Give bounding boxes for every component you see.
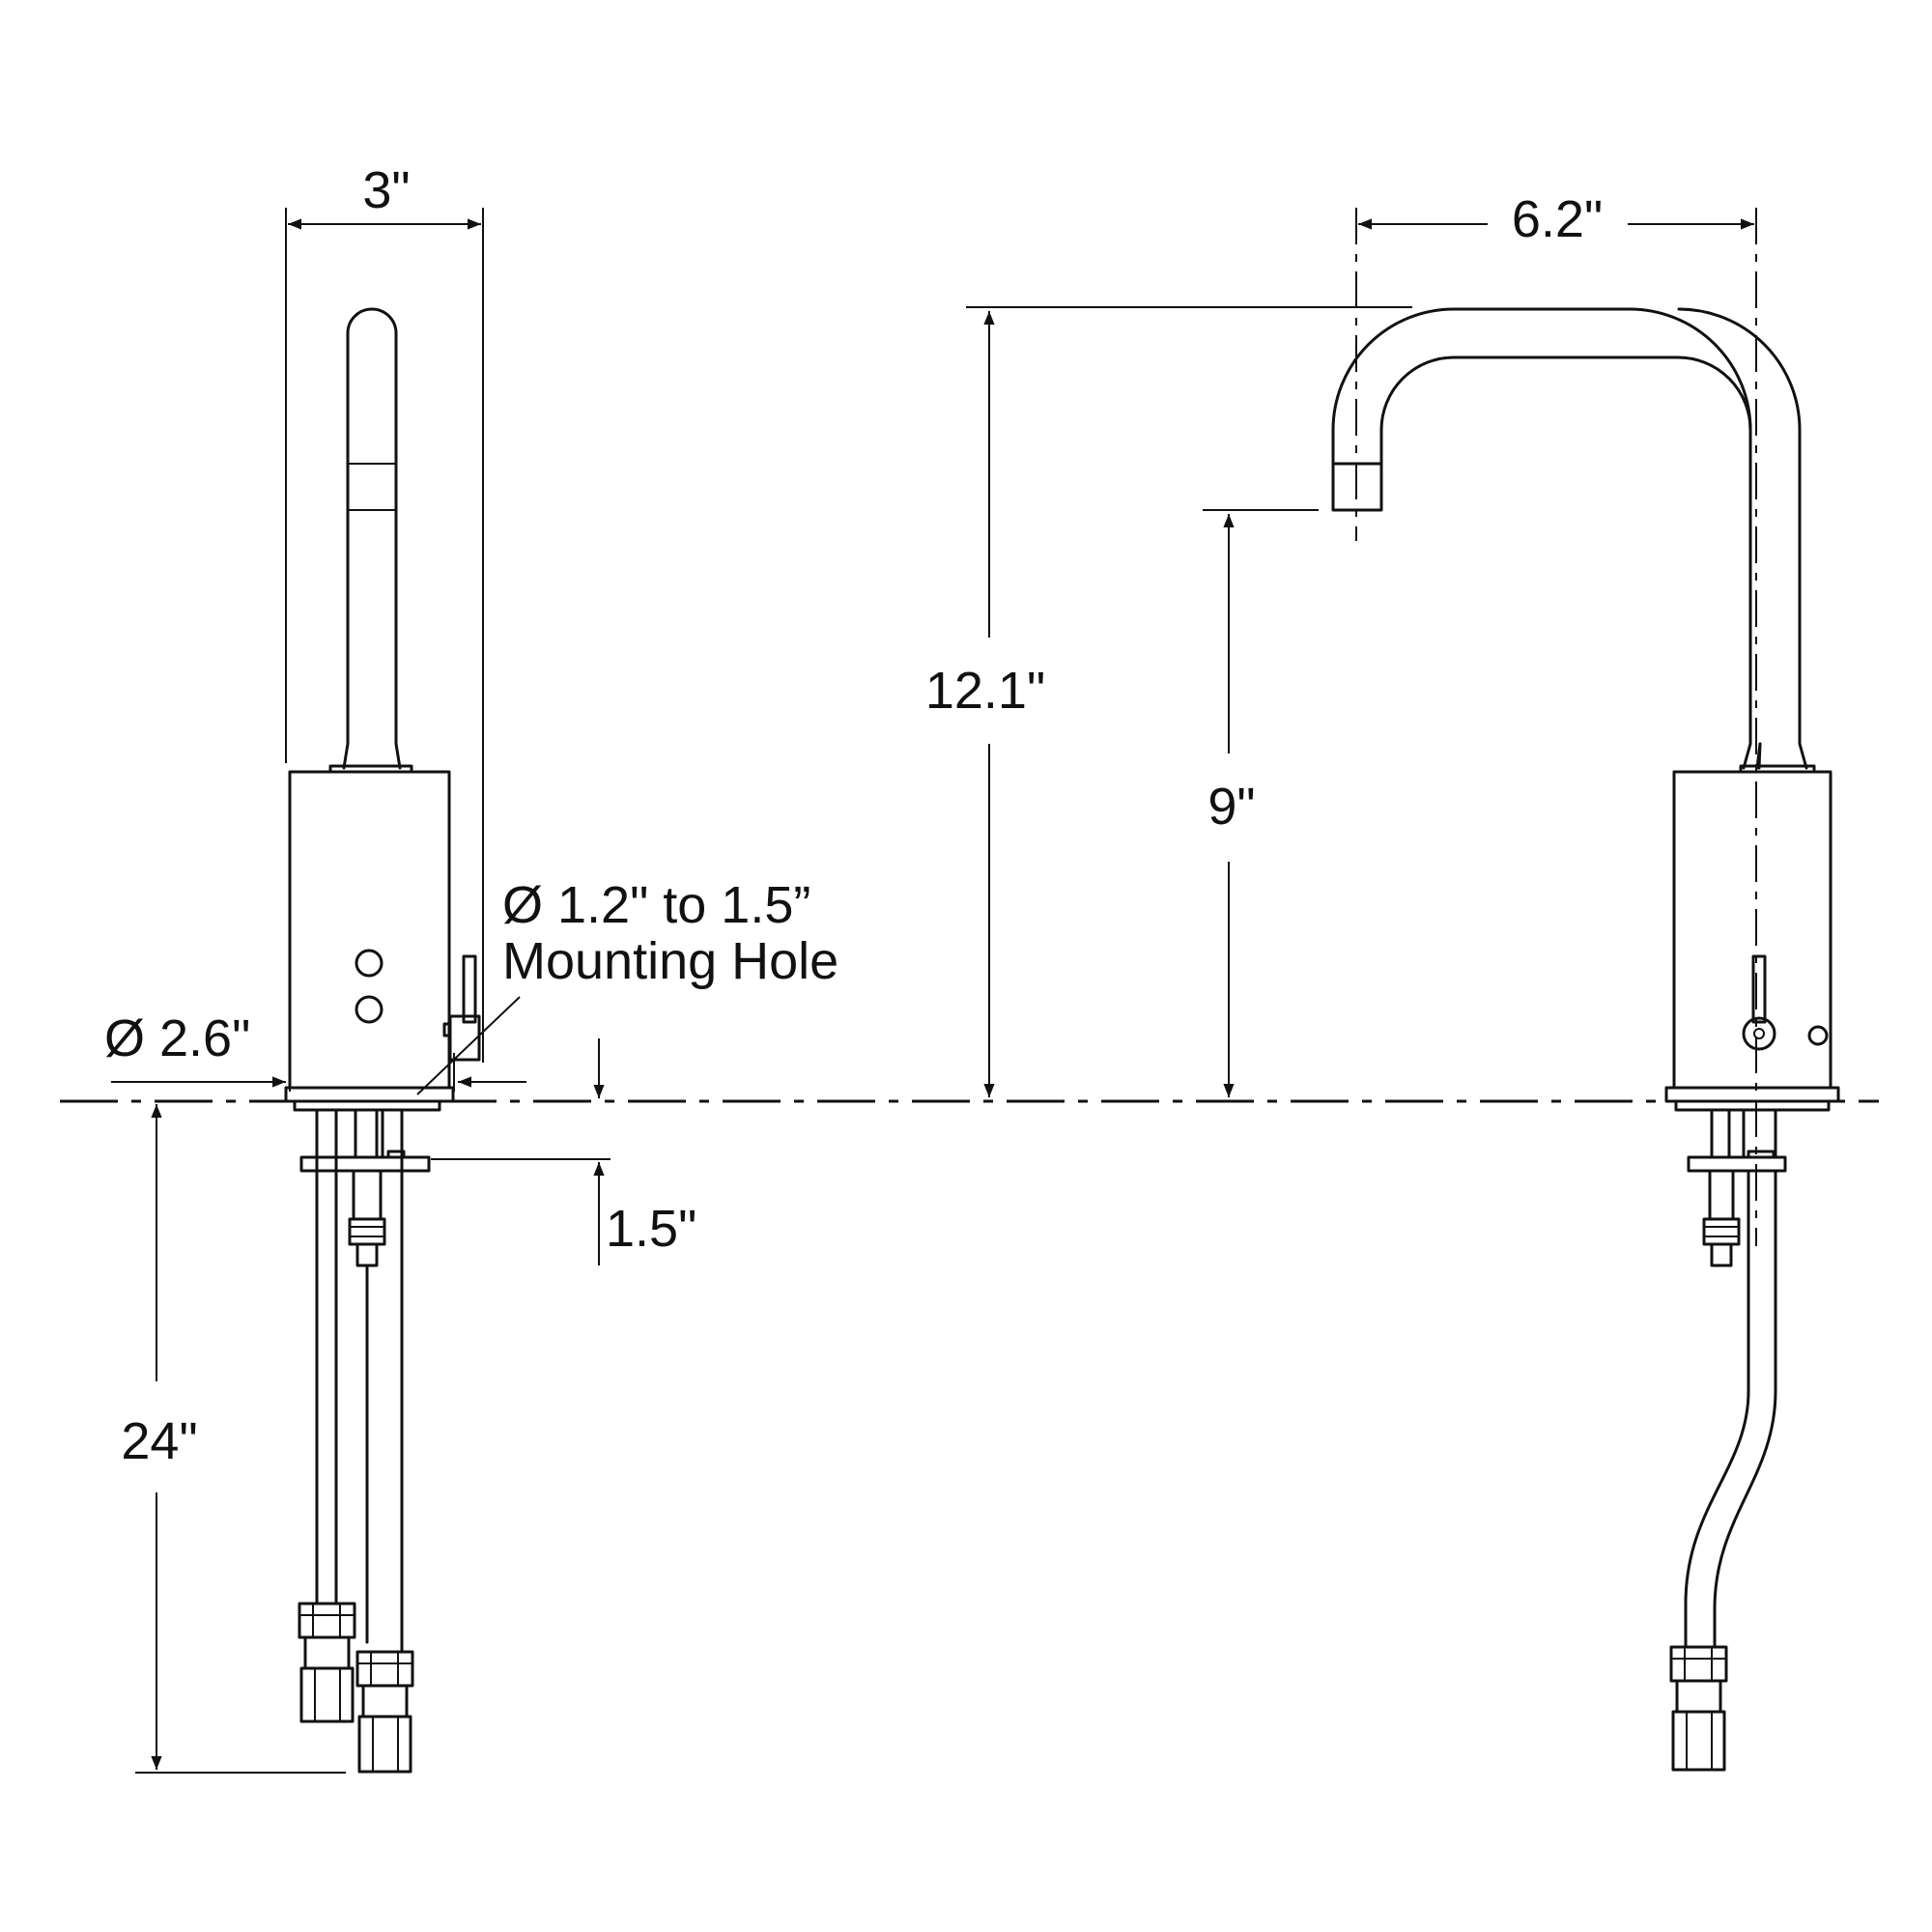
side-spout-outer <box>1331 307 1752 770</box>
side-hose <box>1684 1169 1750 1649</box>
side-view <box>1331 208 1840 1772</box>
dim-width-right: 6.2" <box>1358 190 1754 248</box>
mounting-hole-label-line2: Mounting Hole <box>502 932 838 990</box>
dim-total-height: 12.1" <box>925 306 1412 1097</box>
dim-label-12-1in: 12.1" <box>925 662 1045 720</box>
sensor-icon <box>355 949 384 978</box>
dim-label-6-2in: 6.2" <box>1512 190 1603 248</box>
front-view <box>284 307 481 1774</box>
sensor-icon-lower <box>355 995 384 1024</box>
dim-width-left: 3" <box>285 161 484 1063</box>
side-base <box>1664 1086 1840 1103</box>
dim-label-base-diameter: Ø 2.6" <box>104 1009 250 1067</box>
dim-label-9in: 9" <box>1208 778 1255 836</box>
side-body <box>1672 770 1833 1090</box>
mounting-plate <box>299 1155 431 1173</box>
front-spout <box>342 307 402 770</box>
front-base <box>284 1086 455 1103</box>
front-fitting-2 <box>355 1650 414 1688</box>
dim-hose-length: 24" <box>121 1104 346 1774</box>
side-fitting <box>1669 1645 1728 1683</box>
mounting-hole-label-line1: Ø 1.2" to 1.5” <box>502 876 810 934</box>
side-mounting-plate <box>1687 1155 1787 1173</box>
dim-label-1-5in: 1.5" <box>606 1200 696 1258</box>
dim-shank-length: 1.5" <box>431 1038 696 1265</box>
front-body <box>288 770 451 1090</box>
side-sensor-icon <box>1807 1025 1829 1046</box>
mounting-hole-callout: Ø 1.2" to 1.5” Mounting Hole <box>416 876 838 1095</box>
dim-label-24in: 24" <box>121 1412 197 1470</box>
side-lever <box>1751 954 1767 1024</box>
front-lever <box>462 954 477 1024</box>
dim-spout-height: 9" <box>1203 509 1319 1097</box>
dim-label-3in: 3" <box>362 161 410 219</box>
dim-base-diameter: Ø 2.6" <box>104 1009 526 1092</box>
front-fitting-1 <box>298 1602 356 1639</box>
